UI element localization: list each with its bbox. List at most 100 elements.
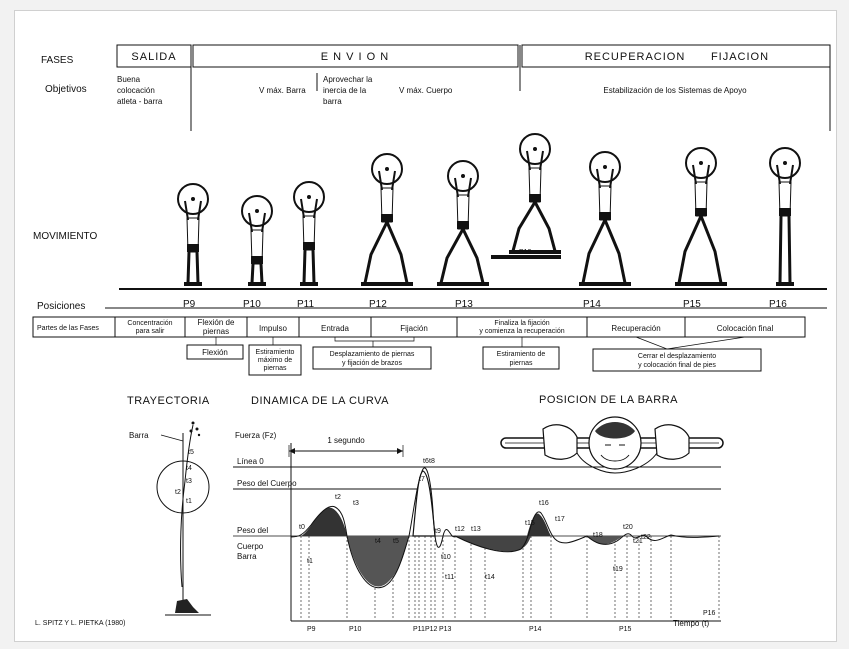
traj-mark-t3: t3 [186, 478, 192, 485]
bar-grip-illustration [500, 416, 724, 474]
lifter-figure [769, 147, 801, 286]
curve-p-label: P16 [703, 610, 716, 617]
sub-estiramiento-1: Estiramiento [256, 349, 295, 356]
curve-t-label: t2 [335, 494, 341, 501]
part-concentracion-1: Concentración [127, 320, 172, 327]
sub-desplazamiento-2: y fijación de brazos [342, 360, 402, 367]
curve-t-label: t13 [471, 526, 481, 533]
curve-t-label: t7 [419, 476, 425, 483]
part-concentracion-2: para salir [136, 328, 165, 335]
curve-t-label: t8 [429, 458, 435, 465]
sub-estiramiento-3: piernas [264, 365, 287, 372]
lifter-figure [177, 183, 209, 286]
position-p13: P13 [455, 299, 473, 310]
traj-mark-t4: t4 [186, 465, 192, 472]
positions-label: Posiciones [37, 301, 85, 312]
credit-label: L. SPITZ Y L. PIETKA (1980) [35, 620, 125, 627]
part-flexion-piernas-2: piernas [203, 327, 229, 336]
section-posicion-barra: POSICION DE LA BARRA [539, 394, 678, 406]
figure-platform-p13 [491, 255, 561, 259]
part-entrada: Entrada [321, 324, 350, 333]
lifter-figure [675, 147, 727, 286]
lifter-figures [177, 133, 801, 286]
curve-t-label: t19 [613, 566, 623, 573]
curve-t-label: t6 [423, 458, 429, 465]
position-markers: P9 P10 P11 P12 P13 P14 P15 P16 [183, 299, 787, 310]
movimiento-label: MOVIMIENTO [33, 231, 97, 242]
part-flexion-piernas-1: Flexión de [198, 318, 235, 327]
curve-linea0-label: Línea 0 [237, 457, 264, 466]
curve-peso-cuerpo-label: Peso del Cuerpo [237, 479, 297, 488]
curve-p-label: P10 [349, 626, 362, 633]
sub-estiramiento-piernas [482, 346, 560, 370]
trajectory-diagram: Barra t5 t4 t3 t2 t1 [129, 421, 211, 616]
diagram-page: FASES SALIDA E N V I O N RECUPERACION FI… [14, 10, 837, 642]
sub-flexion-label: Flexión [202, 348, 228, 357]
lifter-figure [293, 181, 325, 286]
right-hand-icon [654, 424, 690, 460]
lifter-figure [241, 195, 273, 286]
curve-time-markers [300, 536, 720, 619]
obj-vmax-cuerpo: V máx. Cuerpo [399, 86, 453, 95]
curve-peso-del-label: Peso del [237, 526, 268, 535]
trajectory-plate-circle [156, 460, 210, 514]
part-finaliza-1: Finaliza la fijación [494, 320, 549, 327]
phase-envion [192, 44, 519, 68]
curve-t-label: t14 [485, 574, 495, 581]
curve-t-label: t17 [555, 516, 565, 523]
phase-fijacion-label: FIJACION [711, 51, 769, 63]
curve-negative-area-2 [455, 536, 531, 552]
obj-inercia-1: Aprovechar la [323, 75, 373, 84]
curve-t-label: t15 [525, 520, 535, 527]
curve-t-label: t3 [353, 500, 359, 507]
curve-t-label: t4 [375, 538, 381, 545]
curve-t-label: t16 [539, 500, 549, 507]
curve-tiempo-label: Tiempo (t) [673, 619, 709, 628]
sub-estiramiento [248, 344, 302, 376]
traj-mark-t1: t1 [186, 498, 192, 505]
sub-cerrar-1: Cerrar el desplazamiento [638, 353, 716, 360]
traj-mark-t2: t2 [175, 489, 181, 496]
one-second-label: 1 segundo [327, 436, 365, 445]
position-p11: P11 [297, 299, 314, 310]
curve-t-label: t21 [633, 538, 643, 545]
curve-p-label: P15 [619, 626, 632, 633]
curve-p-label: P14 [529, 626, 542, 633]
position-p16: P16 [769, 299, 787, 310]
part-colocacion: Colocación final [717, 324, 774, 333]
curve-fuerza-label: Fuerza (Fz) [235, 431, 277, 440]
force-curve-chart: Fuerza (Fz) Línea 0 Peso del Cuerpo Peso… [233, 431, 721, 633]
obj-inercia-3: barra [323, 97, 342, 106]
obj-salida-1: Buena [117, 75, 141, 84]
curve-t-label: t12 [455, 526, 465, 533]
obj-estabilizacion: Estabilización de los Sistemas de Apoyo [603, 86, 747, 95]
phase-recuperacion-label: RECUPERACION [585, 51, 686, 63]
obj-inercia-2: inercia de la [323, 86, 367, 95]
phases-label: FASES [41, 55, 74, 66]
sub-desplazamiento [312, 346, 432, 370]
part-impulso: Impulso [259, 324, 288, 333]
trajectory-path [180, 424, 194, 588]
force-curve-line [290, 467, 720, 589]
parts-label: Partes de las Fases [37, 325, 99, 332]
trajectory-foot-icon [175, 599, 199, 613]
sub-estiramiento-2: máximo de [258, 357, 292, 364]
curve-t-label: t9 [435, 528, 441, 535]
curve-t-label: t1 [307, 558, 313, 565]
phase-recuperacion-fijacion [521, 44, 831, 68]
curve-p-label: P12 [425, 626, 438, 633]
section-dinamica: DINAMICA DE LA CURVA [251, 395, 389, 407]
obj-salida-2: colocación [117, 86, 155, 95]
lifter-figure [579, 151, 631, 286]
phase-salida [116, 44, 192, 68]
part-recuperacion: Recuperación [611, 324, 660, 333]
traj-mark-t5: t5 [188, 449, 194, 456]
sub-estiramiento2-1: Estiramiento de [497, 351, 546, 358]
sub-cerrar [592, 348, 762, 372]
obj-vmax-barra: V máx. Barra [259, 86, 306, 95]
phase-envion-label: E N V I O N [321, 51, 389, 63]
curve-t-label: t11 [445, 574, 454, 581]
obj-salida-3: atleta - barra [117, 97, 163, 106]
curve-t-label: t18 [593, 532, 603, 539]
